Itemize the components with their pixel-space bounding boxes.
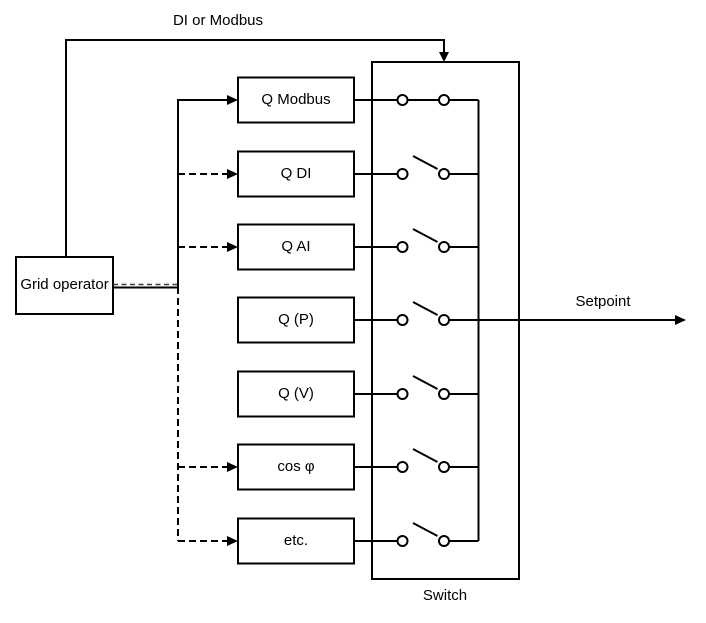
arrowhead-setpoint: [675, 315, 686, 325]
switch-blade-open-6: [412, 448, 438, 463]
switch-blade-open-5: [412, 375, 438, 390]
source-label-cos-phi: cos φ: [277, 458, 315, 475]
switch-blade-open-3: [412, 228, 438, 243]
switch-blade-open-7: [412, 522, 438, 537]
grid-operator-label: Grid operator: [20, 276, 109, 294]
grid-operator-box: [15, 256, 114, 315]
switch-blade-open-4: [412, 301, 438, 316]
source-box-q-v: [237, 370, 355, 418]
source-label-q-di: Q DI: [280, 165, 312, 182]
source-label-q-p: Q (P): [278, 311, 314, 328]
source-box-q-modbus: [237, 76, 355, 124]
source-label-etc: etc.: [283, 532, 309, 549]
arrowhead-cos-phi: [227, 462, 238, 472]
switch-contact-circles: [396, 94, 450, 547]
setpoint-label: Setpoint: [575, 293, 631, 310]
source-label-q-modbus: Q Modbus: [261, 91, 331, 108]
arrowhead-q-ai: [227, 242, 238, 252]
arrowhead-q-modbus: [227, 95, 238, 105]
arrowhead-etc: [227, 536, 238, 546]
source-box-q-ai: [237, 223, 355, 271]
di-or-modbus-label: DI or Modbus: [172, 12, 264, 29]
arrowhead-q-di: [227, 169, 238, 179]
source-label-q-ai: Q AI: [281, 238, 311, 255]
arrowhead-into-switch-top: [439, 52, 449, 62]
source-label-q-v: Q (V): [278, 385, 314, 402]
di-or-modbus-line: [65, 39, 445, 257]
switch-blade-open-2: [412, 155, 438, 170]
source-box-q-p: [237, 296, 355, 344]
switch-label: Switch: [422, 587, 468, 604]
